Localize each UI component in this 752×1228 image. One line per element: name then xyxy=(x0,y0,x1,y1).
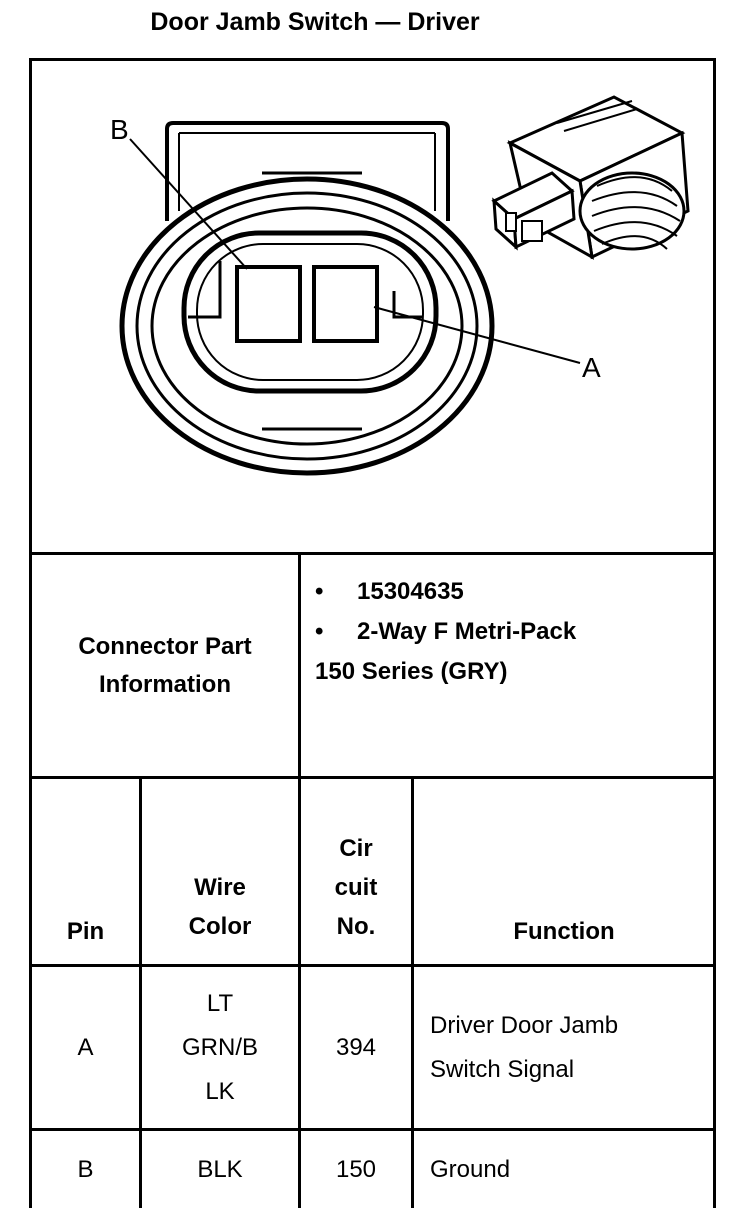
header-wire-color: Wire Color xyxy=(188,874,252,940)
label-a: A xyxy=(582,352,601,383)
leader-line-a xyxy=(373,306,581,364)
header-circuit-no: Cir cuit No. xyxy=(334,835,378,940)
bullet-icon: • xyxy=(315,578,324,605)
page-title: Door Jamb Switch — Driver xyxy=(150,8,480,36)
row-a-pin: A xyxy=(77,1033,94,1061)
connector-diagram: B A xyxy=(110,95,690,476)
label-b: B xyxy=(110,114,129,145)
divider xyxy=(411,776,414,1208)
divider xyxy=(29,776,716,779)
row-b-function: Ground xyxy=(430,1155,511,1183)
row-a-function: Driver Door Jamb Switch Signal xyxy=(430,1011,619,1083)
connector-table-frame xyxy=(29,58,716,1208)
header-function: Function xyxy=(513,918,615,945)
divider xyxy=(29,964,716,967)
connector-info-label: Connector Part Information xyxy=(32,555,298,776)
connector-face-drawing xyxy=(119,121,495,476)
leader-line-b xyxy=(129,138,248,270)
row-a-circuit: 394 xyxy=(335,1033,377,1061)
part-list-item: •15304635 xyxy=(315,572,576,612)
part-list-item: •2-Way F Metri-Pack xyxy=(315,612,576,652)
divider xyxy=(29,552,716,555)
row-a-wire-color: LT GRN/B LK xyxy=(181,989,258,1105)
divider xyxy=(298,552,301,1208)
part-list-continuation: 150 Series (GRY) xyxy=(315,658,508,685)
connector-info-label-line: Information xyxy=(99,670,231,698)
bullet-icon: • xyxy=(315,618,324,645)
connector-isometric-drawing xyxy=(491,95,690,260)
connector-part-list: •15304635 •2-Way F Metri-Pack 150 Series… xyxy=(315,572,576,692)
header-pin: Pin xyxy=(66,918,105,945)
row-b-pin: B xyxy=(77,1155,94,1183)
row-b-circuit: 150 xyxy=(335,1155,377,1183)
divider xyxy=(139,776,142,1208)
connector-info-label-line: Connector Part xyxy=(78,632,252,660)
divider xyxy=(29,1128,716,1131)
row-b-wire-color: BLK xyxy=(197,1155,243,1183)
